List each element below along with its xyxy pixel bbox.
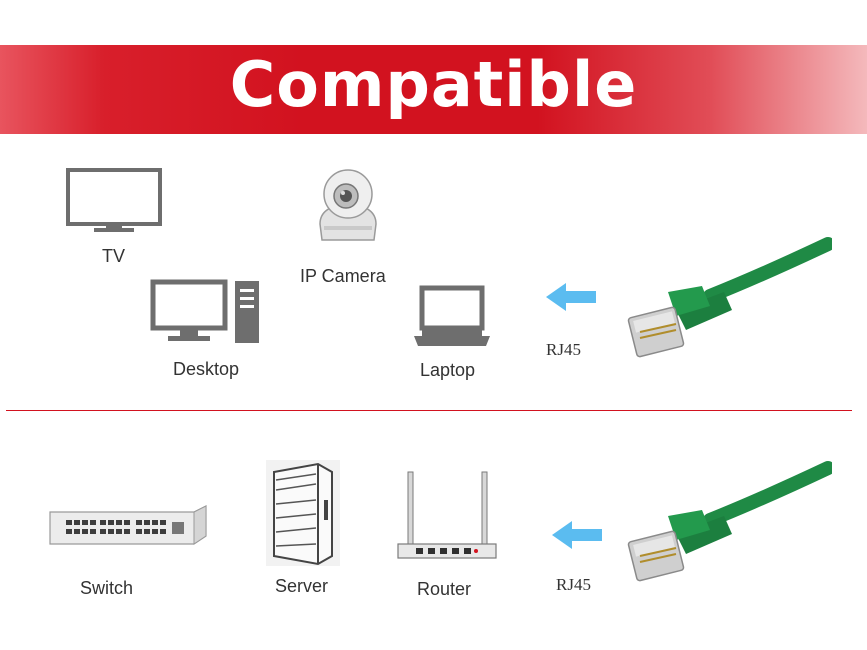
laptop-label: Laptop (420, 360, 476, 380)
arrow-left-icon (552, 521, 602, 549)
title-banner (0, 45, 867, 134)
server-rack-icon (266, 460, 340, 566)
wifi-router-icon (397, 471, 497, 559)
router-label: Router (417, 579, 472, 599)
tv-label: TV (102, 246, 126, 266)
network-switch-icon (49, 505, 207, 545)
rj45-label-bottom: RJ45 (556, 575, 591, 594)
ip-camera-icon (319, 169, 377, 241)
desktop-label: Desktop (173, 359, 240, 379)
laptop-icon (414, 285, 490, 346)
tv-icon (66, 168, 162, 232)
server-label: Server (275, 576, 329, 596)
section-divider (6, 410, 852, 411)
desktop-computer-icon (150, 279, 259, 343)
arrow-left-icon (546, 283, 596, 311)
switch-label: Switch (80, 578, 134, 598)
rj45-cable-icon (627, 237, 832, 358)
banner-title: Compatible (229, 48, 638, 121)
ip-camera-label: IP Camera (300, 266, 386, 286)
rj45-cable-icon (627, 461, 832, 582)
rj45-label-top: RJ45 (546, 340, 581, 359)
